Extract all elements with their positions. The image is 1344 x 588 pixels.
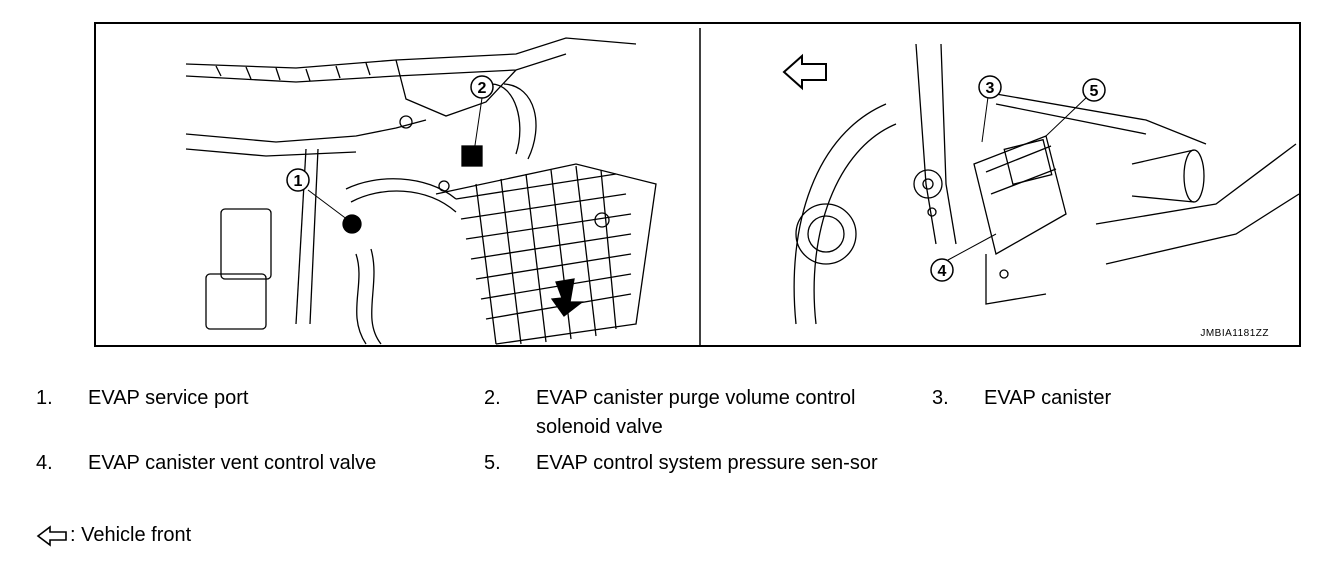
svg-text:1: 1: [294, 173, 303, 190]
legend-item: 3. EVAP canister: [932, 384, 1344, 413]
callout-3: 3: [978, 75, 1002, 99]
svg-text:2: 2: [478, 80, 487, 97]
outline-arrow-left-icon: [36, 524, 67, 547]
callout-5: 5: [1082, 78, 1106, 102]
svg-text:5: 5: [1090, 83, 1099, 100]
legend-number: 2.: [484, 387, 501, 409]
legend-text: EVAP canister: [984, 387, 1112, 409]
legend-text: EVAP canister purge volume control solen…: [536, 387, 856, 438]
callout-4: 4: [930, 258, 954, 282]
legend-item: 1. EVAP service port: [36, 384, 468, 413]
vehicle-front-text: : Vehicle front: [70, 524, 192, 546]
legend-item: 5. EVAP control system pressure sen-sor: [484, 449, 916, 478]
legend-item: 4. EVAP canister vent control valve: [36, 449, 468, 478]
svg-text:4: 4: [938, 263, 947, 280]
callout-1: 1: [286, 168, 310, 192]
component-illustration: 1 2: [94, 22, 1301, 347]
legend-number: 1.: [36, 387, 53, 409]
legend-number: 5.: [484, 452, 501, 474]
right-view-canister-area: [782, 43, 1299, 325]
left-view-engine-bay: [185, 37, 657, 345]
legend-number: 4.: [36, 452, 53, 474]
engine-bay-drawing: 1 2: [185, 28, 1299, 345]
vehicle-front-note: : Vehicle front: [36, 524, 191, 547]
legend-text: EVAP control system pressure sen-sor: [536, 452, 878, 474]
svg-text:3: 3: [986, 80, 995, 97]
callout-2: 2: [470, 75, 494, 99]
figure-code: JMBIA1181ZZ: [1200, 328, 1269, 339]
legend-text: EVAP canister vent control valve: [88, 452, 377, 474]
legend-text: EVAP service port: [88, 387, 249, 409]
legend-number: 3.: [932, 387, 949, 409]
legend-item: 2. EVAP canister purge volume control so…: [484, 384, 916, 442]
